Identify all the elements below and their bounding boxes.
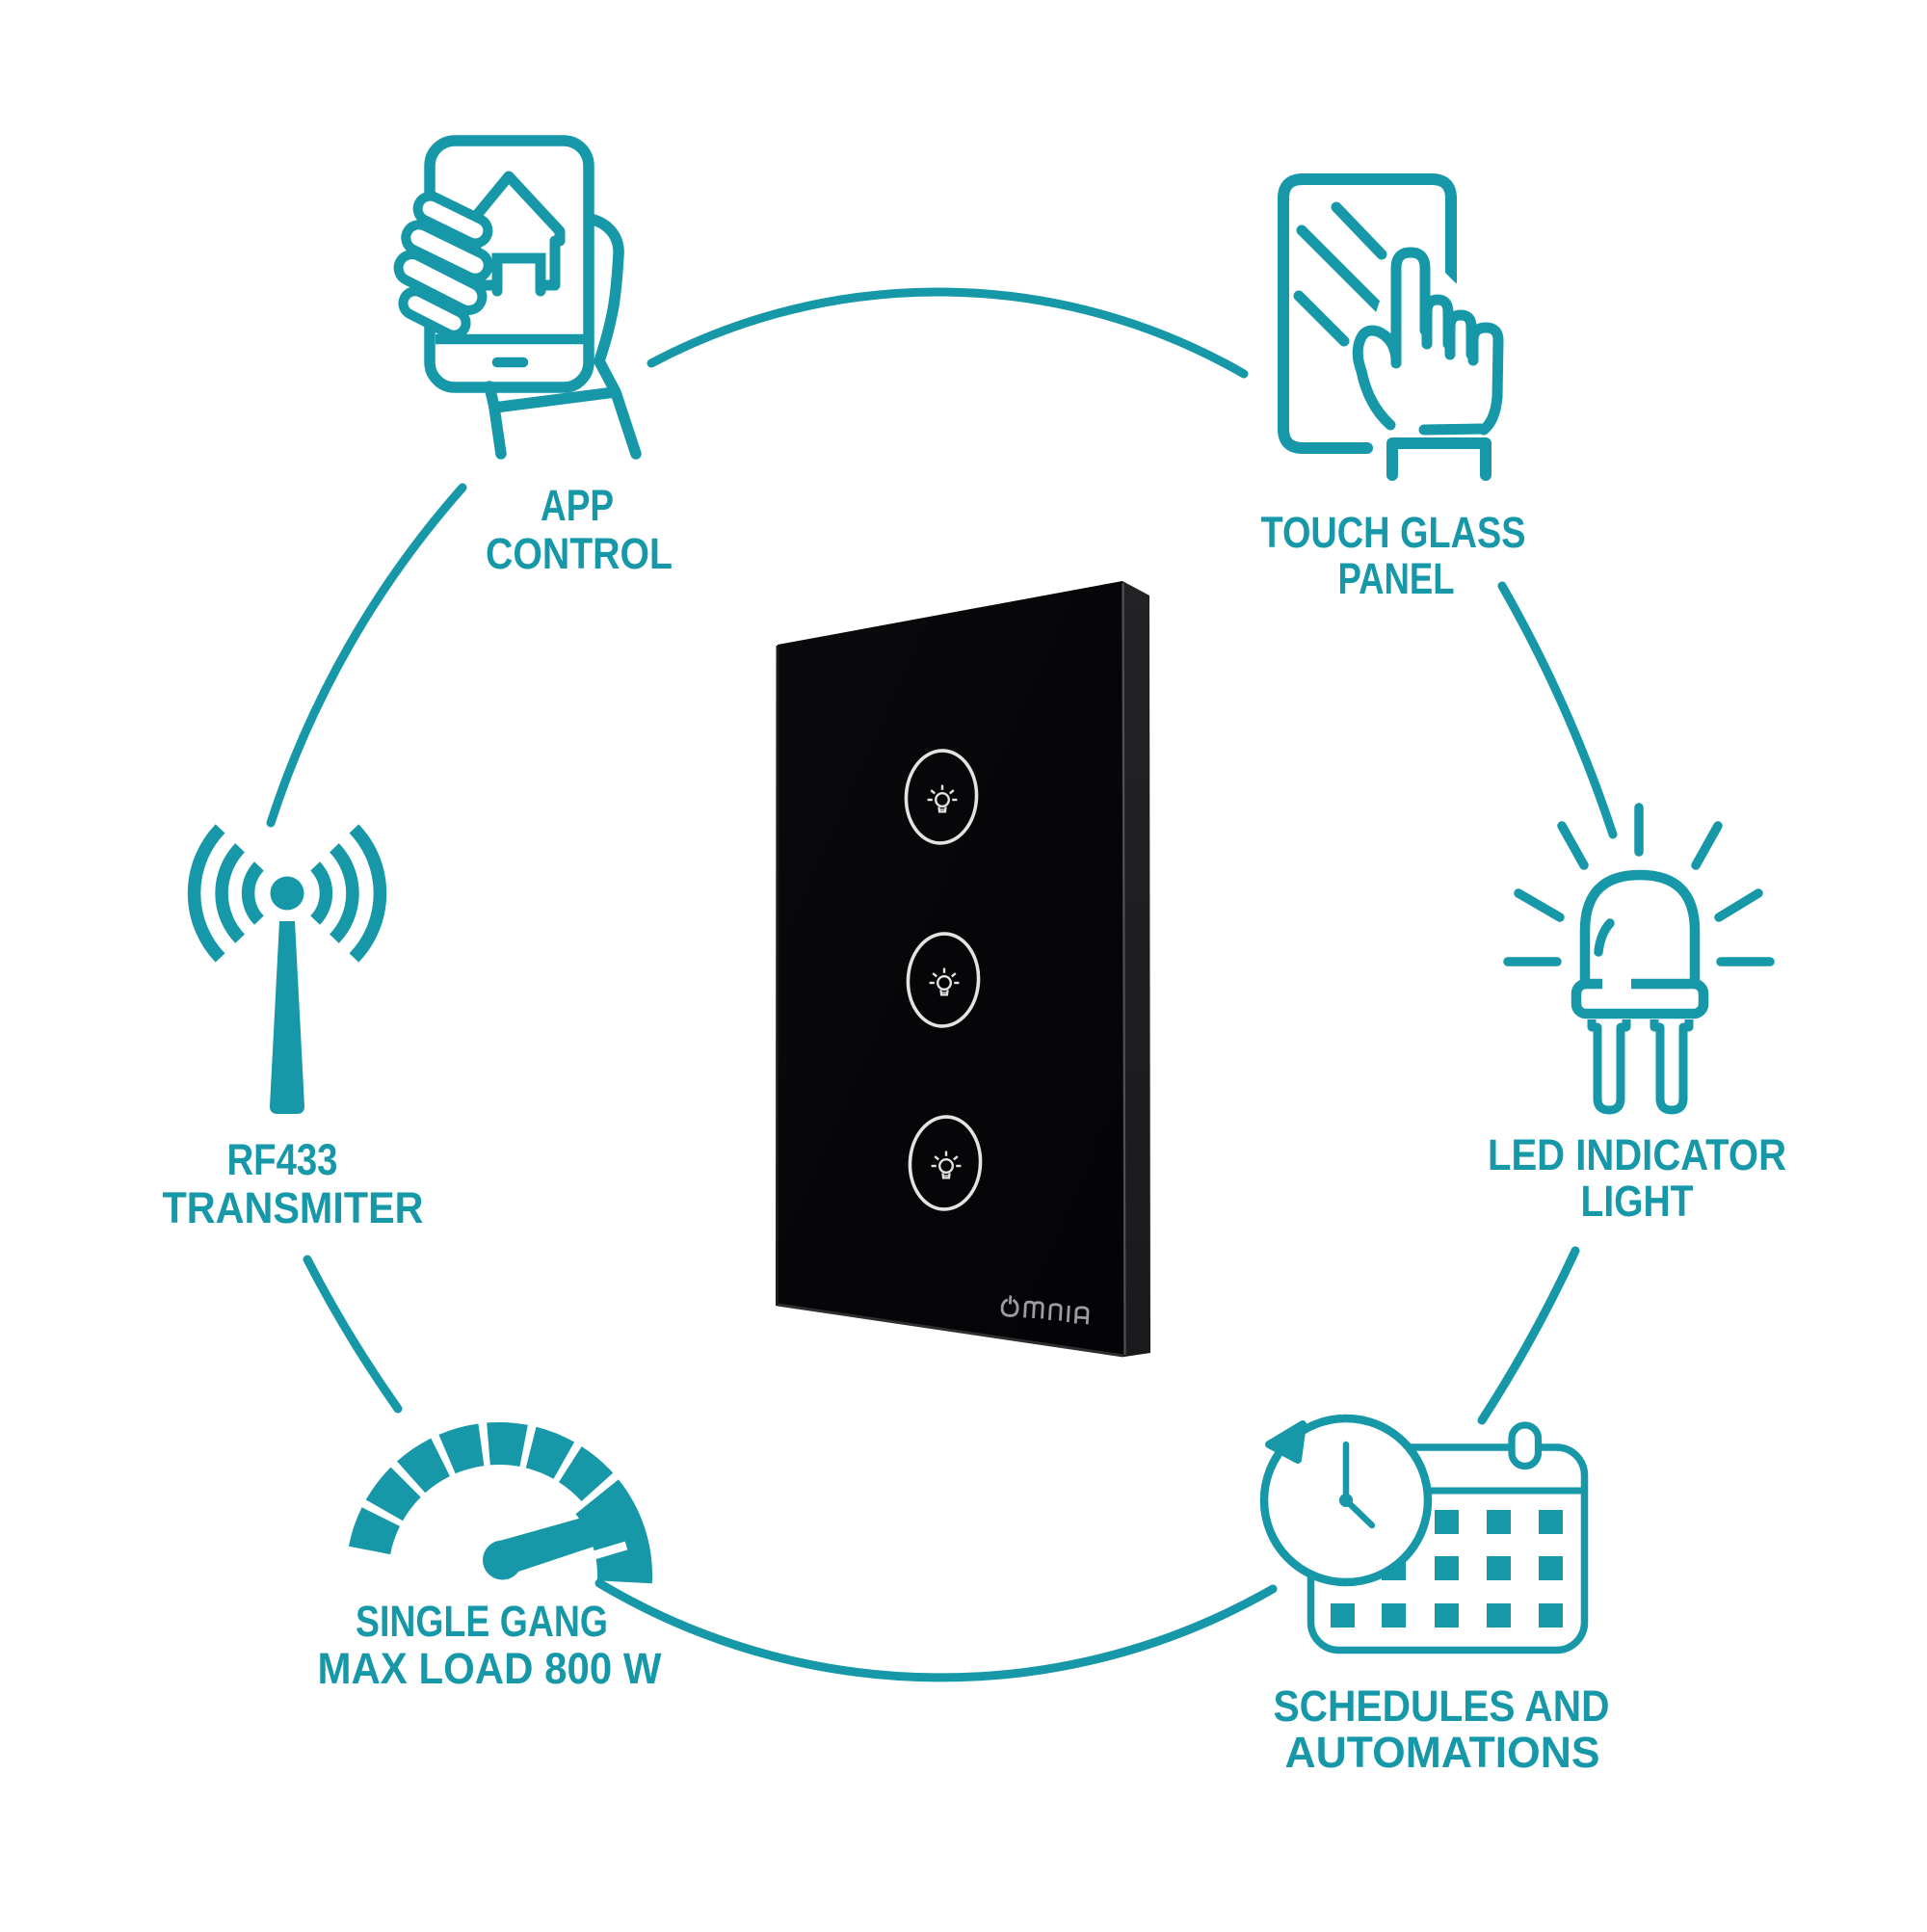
svg-text:SCHEDULES AND: SCHEDULES AND — [1274, 1681, 1610, 1731]
svg-text:CONTROL: CONTROL — [486, 529, 673, 578]
svg-text:SINGLE GANG: SINGLE GANG — [356, 1597, 608, 1646]
svg-text:TOUCH GLASS: TOUCH GLASS — [1261, 508, 1526, 557]
svg-text:TRANSMITER: TRANSMITER — [163, 1183, 424, 1232]
svg-text:MAX LOAD 800 W: MAX LOAD 800 W — [318, 1644, 662, 1693]
svg-text:LED INDICATOR: LED INDICATOR — [1488, 1130, 1786, 1179]
svg-text:LIGHT: LIGHT — [1581, 1177, 1694, 1226]
svg-text:APP: APP — [541, 481, 614, 530]
svg-text:AUTOMATIONS: AUTOMATIONS — [1285, 1728, 1600, 1777]
svg-text:PANEL: PANEL — [1338, 554, 1455, 603]
svg-text:RF433: RF433 — [227, 1135, 338, 1184]
